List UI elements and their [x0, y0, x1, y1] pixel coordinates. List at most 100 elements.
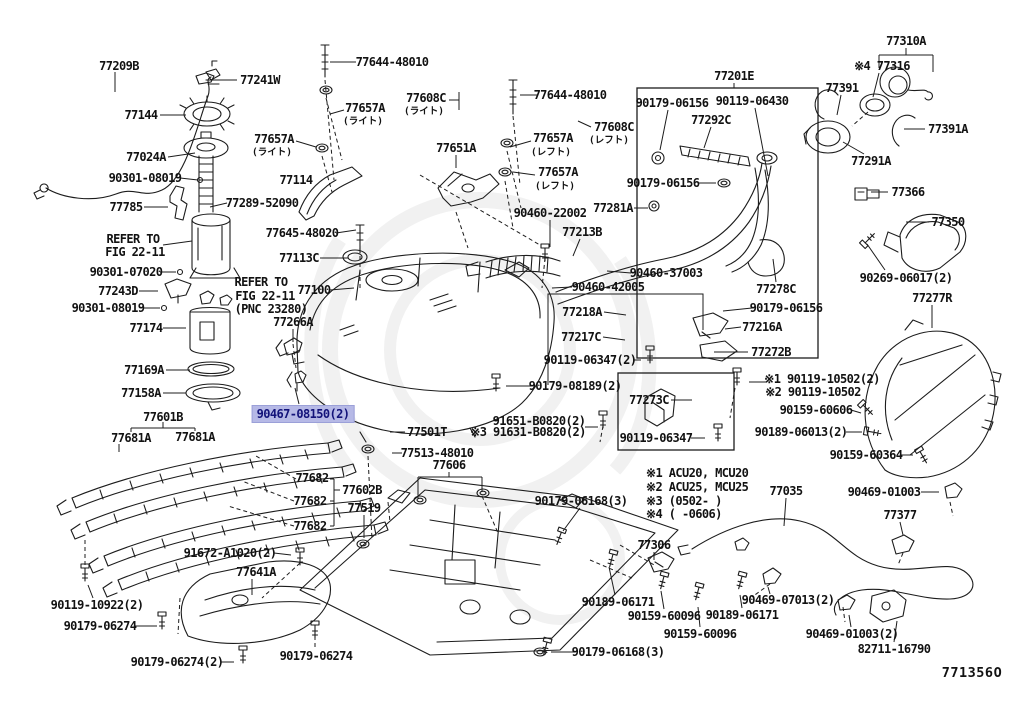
label-: (ライト) [252, 147, 292, 158]
pipe-clamp-drawing [644, 388, 676, 427]
detail-region-line [547, 293, 704, 385]
lock-ring-drawing [179, 95, 235, 131]
label-77682: 77682 [295, 471, 329, 485]
fuel-lid-cable-drawing [647, 482, 974, 623]
label-190119105022: ※1 90119-10502(2) [764, 372, 880, 386]
label-FIG2211: FIG 22-11 [105, 245, 165, 259]
label-77366: 77366 [891, 185, 925, 199]
filler-neck-detail-drawing [651, 145, 785, 362]
note-4: ※4 ( -0606) [646, 507, 722, 521]
label-77657A: 77657A [345, 101, 385, 115]
clip-drawing [195, 72, 215, 85]
label-77113C: 77113C [279, 251, 319, 265]
label-: (レフト) [589, 135, 629, 146]
label-77278C: 77278C [756, 282, 796, 296]
shield-bracket-drawing [437, 171, 500, 207]
label-90179062742: 90179-06274(2) [130, 655, 224, 669]
label-7764448010: 77644-48010 [355, 55, 429, 69]
label-77657A: 77657A [254, 132, 294, 146]
label-REFERTO: REFER TO [106, 232, 161, 246]
label-77608C: 77608C [406, 91, 446, 105]
breather-hose-drawing [465, 254, 561, 279]
label-9030108019: 90301-08019 [71, 301, 145, 315]
protector-plate-drawing [299, 477, 679, 656]
fuel-tank-drawing [275, 252, 555, 443]
label-77241W: 77241W [240, 73, 280, 87]
note-2: ※2 ACU25, MCU25 [646, 480, 749, 494]
label-77391: 77391 [825, 81, 859, 95]
label-77218A: 77218A [562, 305, 602, 319]
label-9011906430: 90119-06430 [715, 94, 789, 108]
label-9046901003: 90469-01003 [847, 485, 921, 499]
label-77292C: 77292C [691, 113, 731, 127]
label-9018906171: 90189-06171 [705, 608, 779, 622]
label-77681A: 77681A [111, 431, 151, 445]
diagram-code: 771356O [941, 665, 1003, 681]
label-77035: 77035 [769, 484, 803, 498]
label-77391A: 77391A [928, 122, 968, 136]
label-77641A: 77641A [236, 565, 276, 579]
highlighted-part-label: 90467-08150(2) [251, 405, 355, 423]
label-77657A: 77657A [538, 165, 578, 179]
label-9015960364: 90159-60364 [829, 448, 903, 462]
fuel-lid-drawing [854, 187, 967, 272]
detail-box-filler [636, 87, 819, 359]
label-77272B: 77272B [751, 345, 791, 359]
label-77519: 77519 [347, 501, 381, 515]
note-1: ※1 ACU20, MCU20 [646, 466, 749, 480]
label-8271116790: 82711-16790 [857, 642, 931, 656]
label-: (レフト) [531, 147, 571, 158]
label-77608C: 77608C [594, 120, 634, 134]
label-77785: 77785 [109, 200, 143, 214]
label-9015960096: 90159-60096 [627, 609, 701, 623]
detail-box-clamp [617, 372, 735, 451]
label-77277R: 77277R [912, 291, 952, 305]
label-77306: 77306 [637, 538, 671, 552]
label-77209B: 77209B [99, 59, 139, 73]
note-3: ※3 (0502- ) [646, 494, 722, 508]
label-77273C: 77273C [629, 393, 669, 407]
label-77602B: 77602B [342, 483, 382, 497]
pipe-bracket-drawing [298, 166, 363, 221]
label-77310A: 77310A [886, 34, 926, 48]
label-77606: 77606 [432, 458, 466, 472]
label-77651A: 77651A [436, 141, 476, 155]
label-9030107020: 90301-07020 [89, 265, 163, 279]
label-77501T: 77501T [407, 425, 447, 439]
label-77243D: 77243D [98, 284, 138, 298]
label-7764448010: 77644-48010 [533, 88, 607, 102]
label-77174: 77174 [129, 321, 163, 335]
label-77682: 77682 [293, 494, 327, 508]
label-91672A10202: 91672-A1020(2) [183, 546, 277, 560]
label-77169A: 77169A [124, 363, 164, 377]
gasket-drawing [342, 249, 368, 265]
label-9018906171: 90189-06171 [581, 595, 655, 609]
label-90469010032: 90469-01003(2) [805, 627, 899, 641]
label-77024A: 77024A [126, 150, 166, 164]
filler-pipe-drawing [555, 151, 778, 305]
label-: (レフト) [535, 181, 575, 192]
label-77281A: 77281A [593, 201, 633, 215]
label-9017906274: 90179-06274 [63, 619, 137, 633]
label-9015960096: 90159-60096 [663, 627, 737, 641]
label-9030108019: 90301-08019 [108, 171, 182, 185]
label-391631B08202: ※3 91631-B0820(2) [470, 425, 586, 439]
label-77217C: 77217C [561, 330, 601, 344]
label-90119063472: 90119-06347(2) [543, 353, 637, 367]
label-7751348010: 77513-48010 [400, 446, 474, 460]
label-7764548020: 77645-48020 [265, 226, 339, 240]
label-90469070132: 90469-07013(2) [741, 593, 835, 607]
dashed-construction-lines [84, 79, 954, 650]
pipe-shield-drawing [864, 319, 1002, 479]
stud-drawing [320, 44, 518, 254]
label-REFERTO: REFER TO [234, 275, 289, 289]
label-77682: 77682 [293, 519, 327, 533]
label-77201E: 77201E [714, 69, 754, 83]
label-77213B: 77213B [562, 225, 602, 239]
label-77144: 77144 [124, 108, 158, 122]
label-9017906156: 90179-06156 [749, 301, 823, 315]
label-77657A: 77657A [533, 131, 573, 145]
